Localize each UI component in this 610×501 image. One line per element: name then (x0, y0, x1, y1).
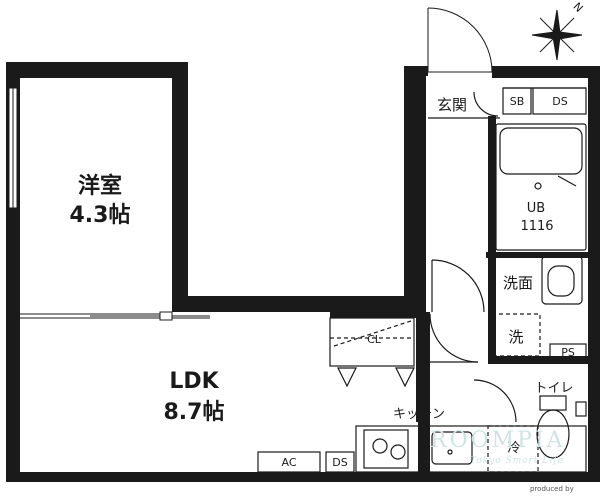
watermark-brand: ROOMPIA (430, 428, 566, 453)
watermark-tagline: Tokyo Smart Life (470, 456, 564, 466)
aircon-label: AC (281, 456, 297, 469)
bath-label: UB (526, 201, 546, 216)
walls (6, 62, 600, 482)
ds-bottom-label: DS (332, 456, 348, 469)
sliding-door (20, 311, 210, 321)
ldk-header-gap (330, 312, 416, 318)
inner-lines (257, 87, 587, 473)
ldk-size: 8.7帖 (163, 400, 225, 425)
ps-label: PS (561, 346, 575, 359)
bath-size: 1116 (520, 219, 554, 234)
watermark-produced: produced by (530, 485, 574, 493)
entrance-label: 玄関 (436, 96, 467, 114)
ldk-name: LDK (169, 369, 219, 394)
washer-label: 洗 (508, 328, 524, 346)
west-window (8, 87, 18, 209)
closet-label: CL (367, 333, 381, 346)
western-room-name: 洋室 (77, 174, 122, 199)
shoe-box-label: SB (509, 95, 525, 108)
kitchen-label: キッチン (392, 407, 445, 422)
entrance-door (427, 7, 493, 73)
toilet-label: トイレ (534, 381, 574, 396)
ds-top-label: DS (552, 95, 568, 108)
fridge-label: 冷 (507, 441, 521, 456)
washroom-label: 洗面 (502, 274, 533, 292)
western-room-size: 4.3帖 (69, 203, 131, 228)
compass-icon (531, 9, 583, 61)
